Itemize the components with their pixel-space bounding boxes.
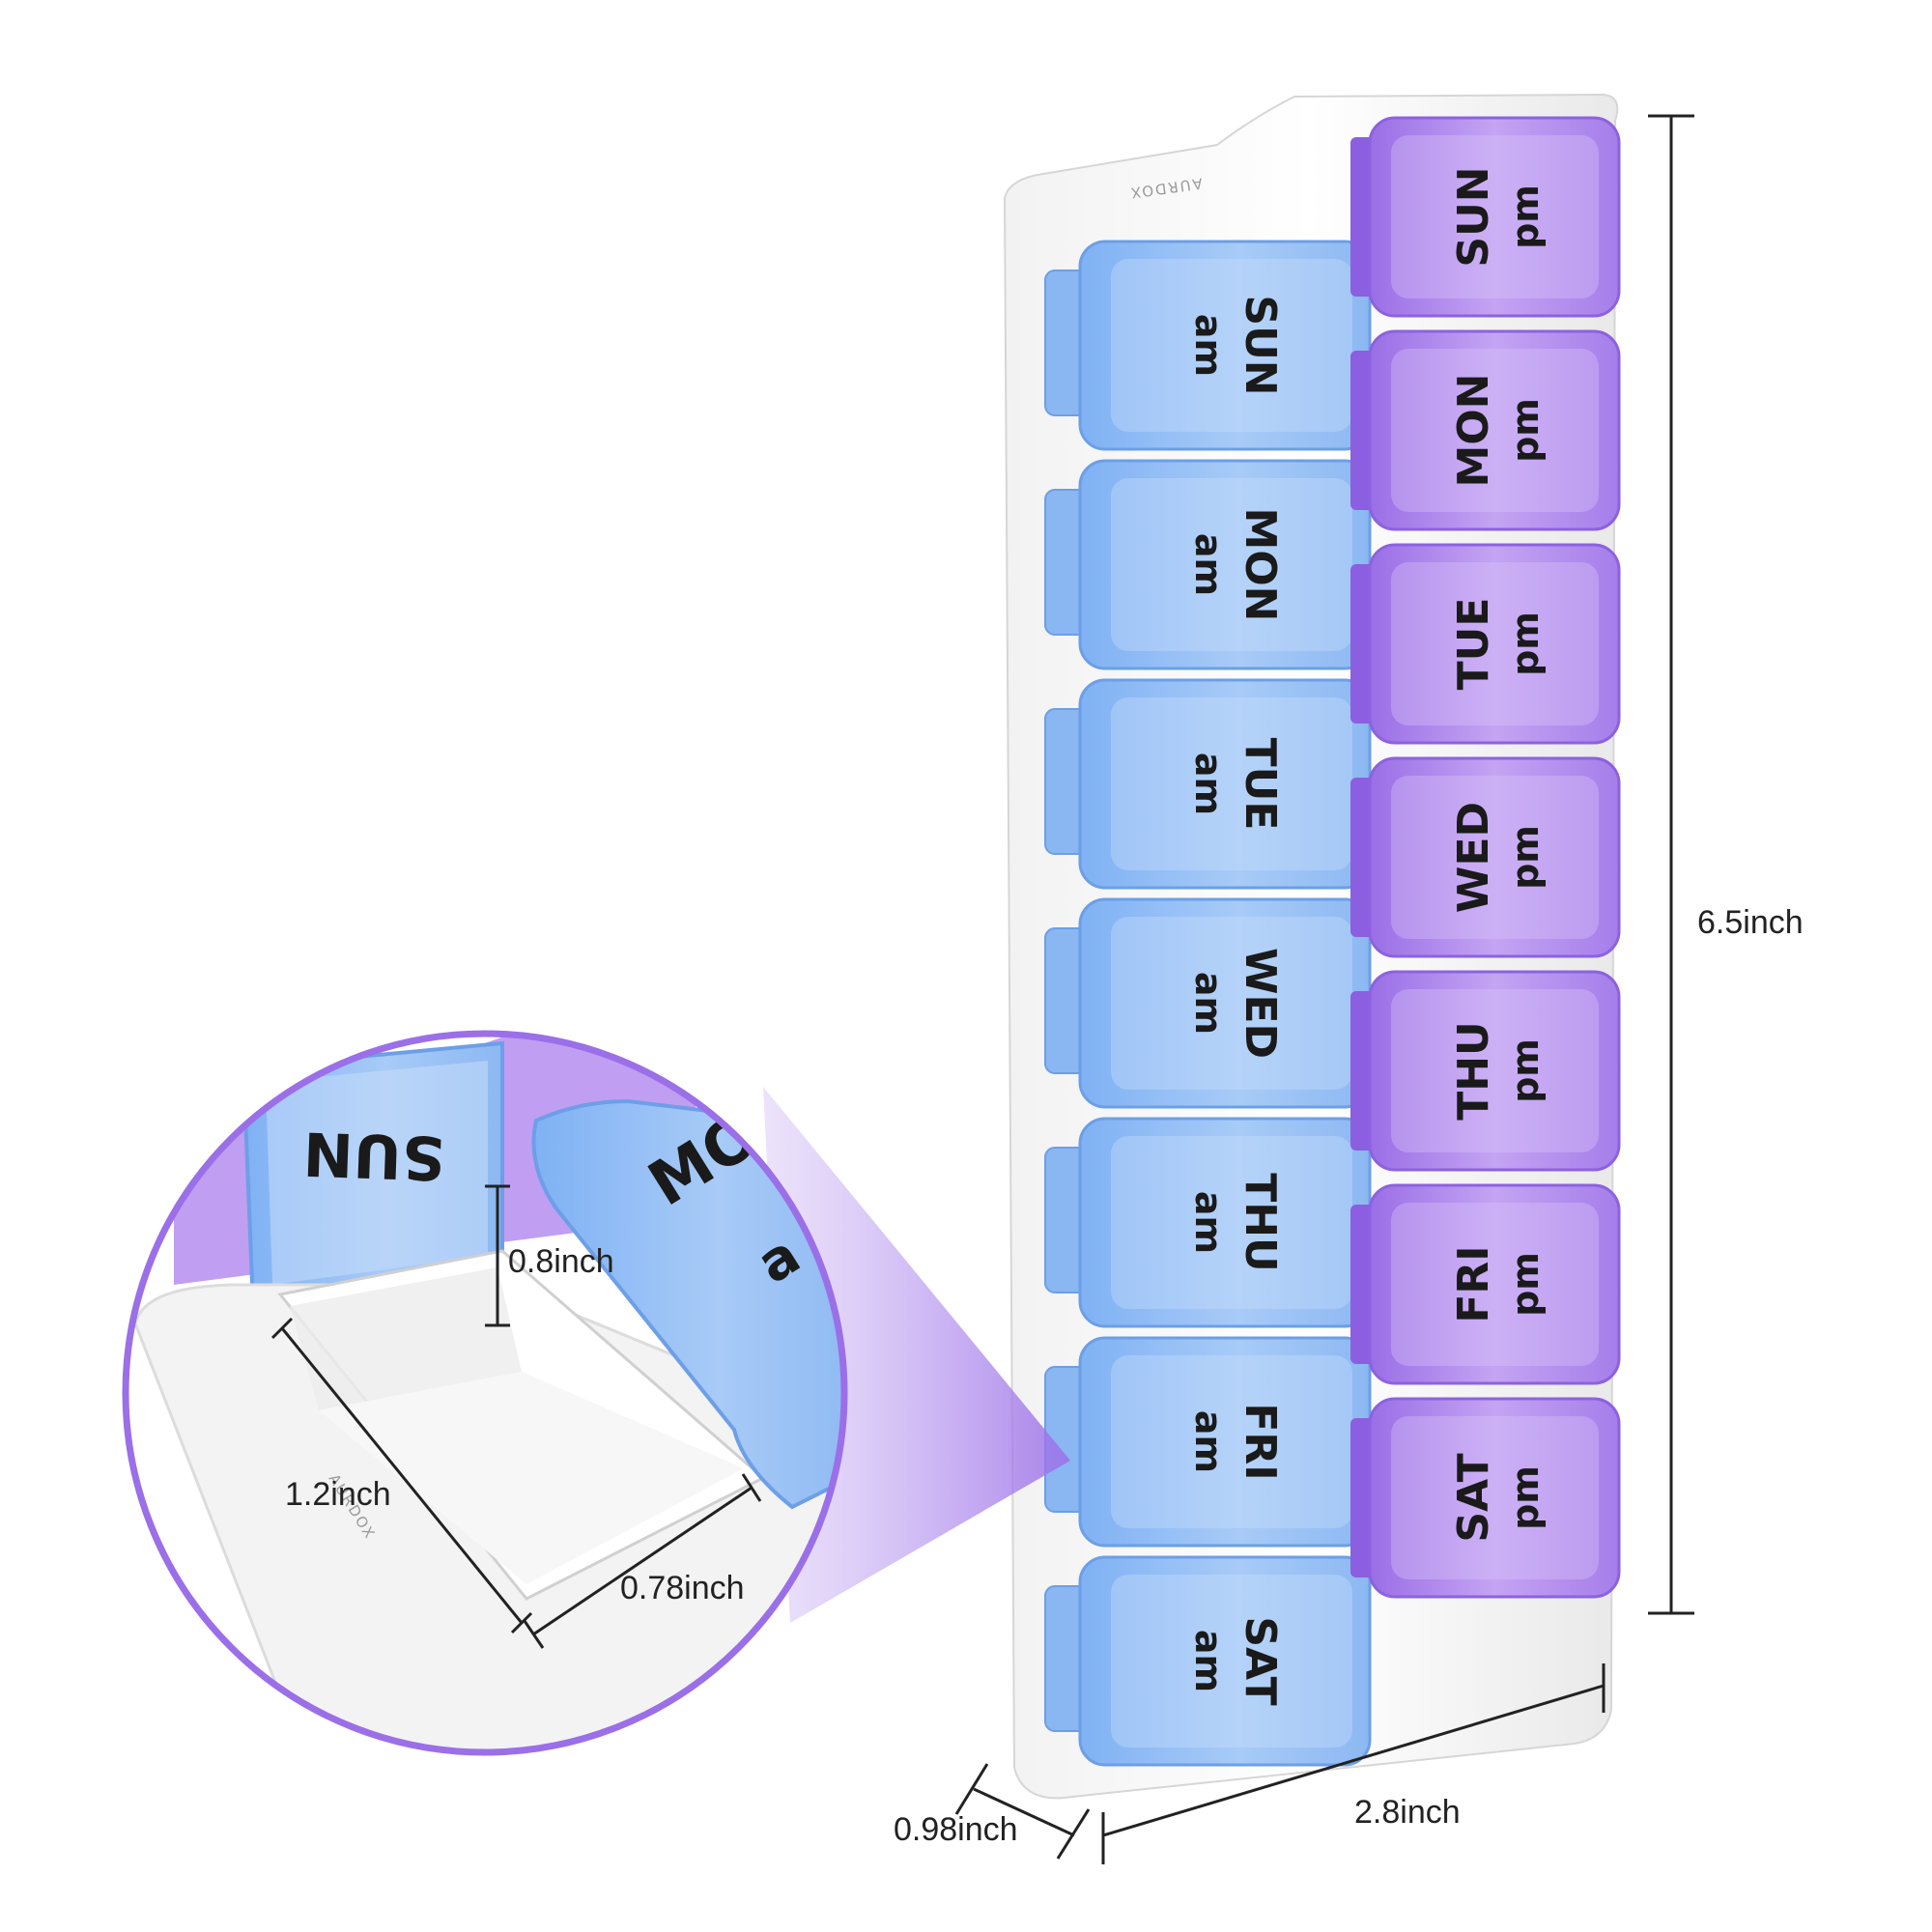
pm-period-label: pm (1504, 1252, 1547, 1317)
zoom-callout: SUN MO a AURDOX 0.8in (122, 1030, 1070, 1756)
am-day-label: MON (1236, 507, 1285, 621)
lid-body[interactable] (1368, 543, 1621, 745)
measure-length-tick-bottom (510, 1611, 533, 1634)
lid-body[interactable] (1368, 116, 1621, 318)
depth-dimension: 0.98inch (894, 1763, 1091, 1860)
measure-width-line (532, 1486, 753, 1636)
lid-body[interactable] (1368, 329, 1621, 531)
lid-window (1111, 1575, 1352, 1747)
pm-period-label: pm (1504, 185, 1547, 249)
compartment-depth-label: 0.8inch (508, 1243, 614, 1280)
lid-body[interactable] (1078, 240, 1372, 451)
pm-day-label: SUN (1449, 166, 1498, 267)
am-day-label: WED (1236, 948, 1285, 1059)
lid-window (1391, 562, 1599, 725)
depth-tick-left (954, 1763, 989, 1815)
pill-organizer: AURDOX SUNamMONamTUEamWEDamTHUamFRIamSAT… (1003, 93, 1621, 1800)
lid-window (1111, 697, 1352, 870)
width-line (1102, 1684, 1605, 1837)
zoom-wedge (763, 1087, 1070, 1623)
measure-length-line (280, 1327, 524, 1624)
lid-body[interactable] (1368, 1397, 1621, 1599)
measure-width-tick-right (741, 1473, 762, 1502)
depth-label: 0.98inch (894, 1811, 1018, 1848)
height-label: 6.5inch (1697, 904, 1804, 941)
lid-body[interactable] (1078, 1555, 1372, 1767)
am-day-label: SAT (1236, 1616, 1285, 1705)
lid-window (1111, 478, 1352, 651)
pm-day-label: MON (1449, 373, 1498, 487)
am-day-label: THU (1236, 1173, 1285, 1272)
width-dimension: 2.8inch (1101, 1663, 1605, 1864)
am-day-label: FRI (1236, 1403, 1285, 1480)
lid-window (1391, 349, 1599, 512)
pm-day-label: TUE (1449, 598, 1498, 691)
am-period-label: am (1187, 972, 1230, 1035)
compartment-length-label: 1.2inch (285, 1476, 391, 1513)
lid-window (1111, 1136, 1352, 1309)
am-period-label: am (1187, 1630, 1230, 1692)
lid-window (1391, 135, 1599, 298)
pm-period-label: pm (1504, 611, 1547, 676)
am-period-label: am (1187, 1191, 1230, 1254)
zoom-circle-border (122, 1030, 848, 1756)
lid-window (1391, 1416, 1599, 1579)
lid-body[interactable] (1368, 756, 1621, 958)
depth-tick-right (1056, 1808, 1091, 1860)
am-period-label: am (1187, 533, 1230, 596)
height-dimension: 6.5inch (1648, 114, 1804, 1615)
pm-day-label: WED (1449, 802, 1498, 913)
pm-period-label: pm (1504, 825, 1547, 890)
lid-window (1391, 776, 1599, 939)
lid-window (1391, 1203, 1599, 1366)
lid-window (1111, 1355, 1352, 1528)
pm-day-label: FRI (1449, 1245, 1498, 1322)
pm-period-label: pm (1504, 398, 1547, 463)
am-day-label: SUN (1236, 295, 1285, 395)
am-day-label: TUE (1236, 738, 1285, 831)
lid-window (1111, 917, 1352, 1090)
am-period-label: am (1187, 753, 1230, 815)
lid-window (1391, 989, 1599, 1152)
pm-day-label: THU (1449, 1021, 1498, 1121)
compartment-width-label: 0.78inch (620, 1570, 745, 1606)
zoom-circle-content: SUN MO a AURDOX 0.8in (126, 1034, 844, 1752)
depth-line (973, 1787, 1075, 1837)
adjacent-lid (531, 1098, 844, 1510)
measure-width-tick-left (523, 1620, 545, 1649)
am-period-label: am (1187, 314, 1230, 377)
lid-body[interactable] (1368, 1183, 1621, 1385)
am-period-label: am (1187, 1410, 1230, 1473)
measure-length-tick-top (270, 1317, 294, 1340)
lid-body[interactable] (1368, 970, 1621, 1172)
open-lid-text: SUN (302, 1118, 446, 1193)
pm-period-label: pm (1504, 1038, 1547, 1103)
pm-period-label: pm (1504, 1465, 1547, 1530)
width-label: 2.8inch (1354, 1794, 1461, 1831)
pm-day-label: SAT (1449, 1453, 1498, 1542)
lid-window (1111, 259, 1352, 432)
